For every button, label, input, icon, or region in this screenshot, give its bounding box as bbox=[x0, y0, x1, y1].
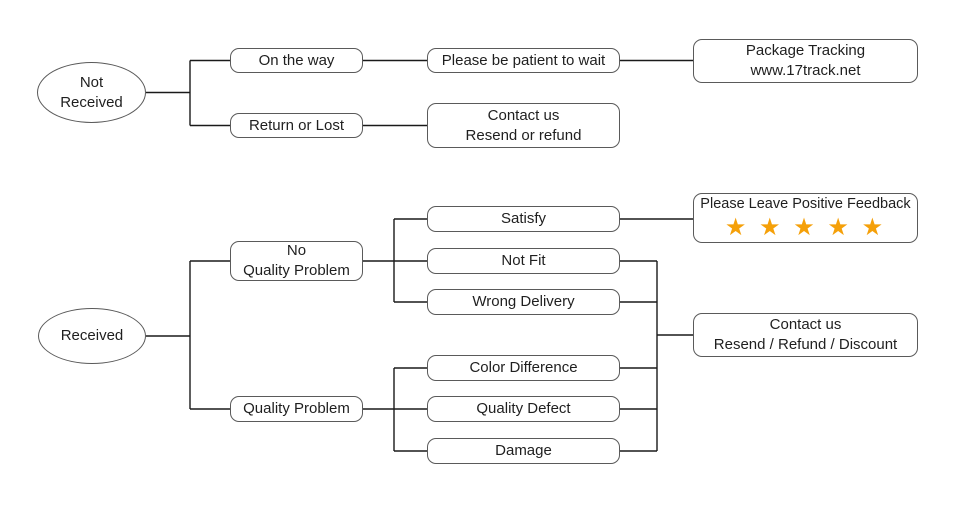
node-label: Quality Problem bbox=[243, 262, 350, 279]
node-label: Contact us bbox=[487, 106, 560, 124]
node-positive-feedback: Please Leave Positive Feedback ★ ★ ★ ★ ★ bbox=[693, 193, 918, 243]
node-label: Not bbox=[79, 73, 104, 91]
node-label: Resend / Refund / Discount bbox=[713, 336, 898, 353]
node-return-or-lost: Return or Lost bbox=[230, 113, 363, 138]
node-contact-us-resend-refund-discount: Contact us Resend / Refund / Discount bbox=[693, 313, 918, 357]
node-label: www.17track.net bbox=[750, 62, 861, 79]
node-label: Quality Defect bbox=[476, 400, 571, 417]
node-quality-problem: Quality Problem bbox=[230, 396, 363, 422]
node-label: Please be patient to wait bbox=[441, 51, 606, 69]
node-wrong-delivery: Wrong Delivery bbox=[427, 289, 620, 315]
node-label: Quality Problem bbox=[243, 400, 350, 417]
node-label: Package Tracking bbox=[745, 42, 866, 59]
node-label: Not Fit bbox=[501, 252, 546, 269]
node-label: Damage bbox=[495, 442, 552, 459]
node-satisfy: Satisfy bbox=[427, 206, 620, 232]
node-damage: Damage bbox=[427, 438, 620, 464]
node-label: Contact us bbox=[769, 316, 842, 333]
node-label: No bbox=[286, 242, 307, 259]
star-rating-icons: ★ ★ ★ ★ ★ bbox=[724, 214, 887, 241]
node-package-tracking: Package Tracking www.17track.net bbox=[693, 39, 918, 83]
node-label: Color Difference bbox=[469, 359, 578, 376]
node-not-received: Not Received bbox=[37, 62, 146, 123]
node-label: On the way bbox=[258, 51, 335, 69]
node-not-fit: Not Fit bbox=[427, 248, 620, 274]
node-label: Return or Lost bbox=[248, 116, 345, 134]
node-quality-defect: Quality Defect bbox=[427, 396, 620, 422]
node-label: Please Leave Positive Feedback bbox=[700, 196, 911, 212]
node-on-the-way: On the way bbox=[230, 48, 363, 73]
node-no-quality-problem: No Quality Problem bbox=[230, 241, 363, 281]
node-color-difference: Color Difference bbox=[427, 355, 620, 381]
node-received: Received bbox=[38, 308, 146, 364]
node-label: Satisfy bbox=[500, 210, 546, 227]
node-label: Wrong Delivery bbox=[472, 293, 575, 310]
node-label: Resend or refund bbox=[465, 126, 582, 144]
node-contact-us-resend-or-refund: Contact us Resend or refund bbox=[427, 103, 620, 148]
node-label: Received bbox=[60, 93, 123, 111]
node-label: Received bbox=[60, 327, 124, 344]
node-please-be-patient: Please be patient to wait bbox=[427, 48, 620, 73]
